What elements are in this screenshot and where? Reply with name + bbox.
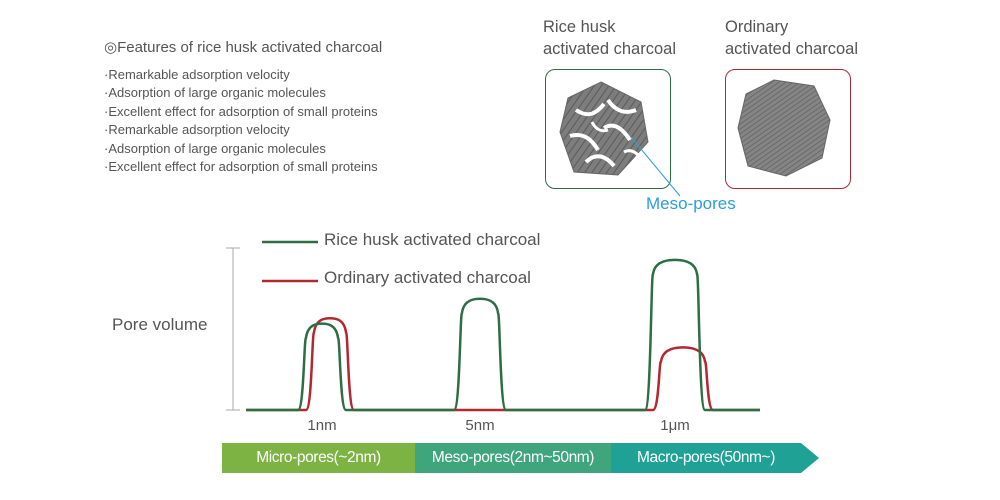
ordinary-label-line2: activated charcoal [725,40,858,58]
feature-item: ·Adsorption of large organic molecules [104,85,326,101]
banner-macro-pores: Macro-pores(50nm~) [611,443,801,473]
y-axis-label: Pore volume [112,315,208,334]
ordinary-label-line1: Ordinary [725,18,789,36]
ordinary-sample-box [725,69,851,189]
rice-husk-sample-box [545,69,671,189]
feature-item: ·Remarkable adsorption velocity [104,67,290,82]
rice-husk-label-line2: activated charcoal [543,40,676,58]
banner-arrow-head [801,443,819,473]
x-tick-label: 1nm [307,417,337,434]
features-block: ◎Features of rice husk activated charcoa… [104,38,382,176]
rice-husk-series-line [246,258,760,412]
rice-husk-particle-illustration [559,81,649,176]
feature-item: ·Adsorption of large organic molecules [104,140,326,156]
feature-item: ·Excellent effect for adsorption of smal… [104,103,378,119]
meso-pores-label: Meso-pores [646,194,736,213]
features-title: ◎Features of rice husk activated charcoa… [104,39,383,56]
x-tick-label: 5nm [465,417,495,434]
x-tick-label: 1μm [660,417,690,434]
rice-husk-label: Rice husk activated charcoal [543,16,676,60]
ordinary-particle-illustration [737,79,831,177]
banner-micro-pores: Micro-pores(~2nm) [222,443,415,473]
legend-label-ordinary: Ordinary activated charcoal [324,268,531,287]
feature-item: ·Remarkable adsorption velocity [104,122,290,138]
rice-husk-label-line1: Rice husk [543,18,616,36]
feature-item: ·Excellent effect for adsorption of smal… [104,159,378,175]
pore-size-banner: Micro-pores(~2nm) Meso-pores(2nm~50nm) M… [222,443,819,473]
banner-meso-pores: Meso-pores(2nm~50nm) [415,443,611,473]
legend-label-rice: Rice husk activated charcoal [324,230,541,249]
features-list: ·Remarkable adsorption velocity ·Adsorpt… [104,66,382,176]
ordinary-label: Ordinary activated charcoal [725,16,858,60]
